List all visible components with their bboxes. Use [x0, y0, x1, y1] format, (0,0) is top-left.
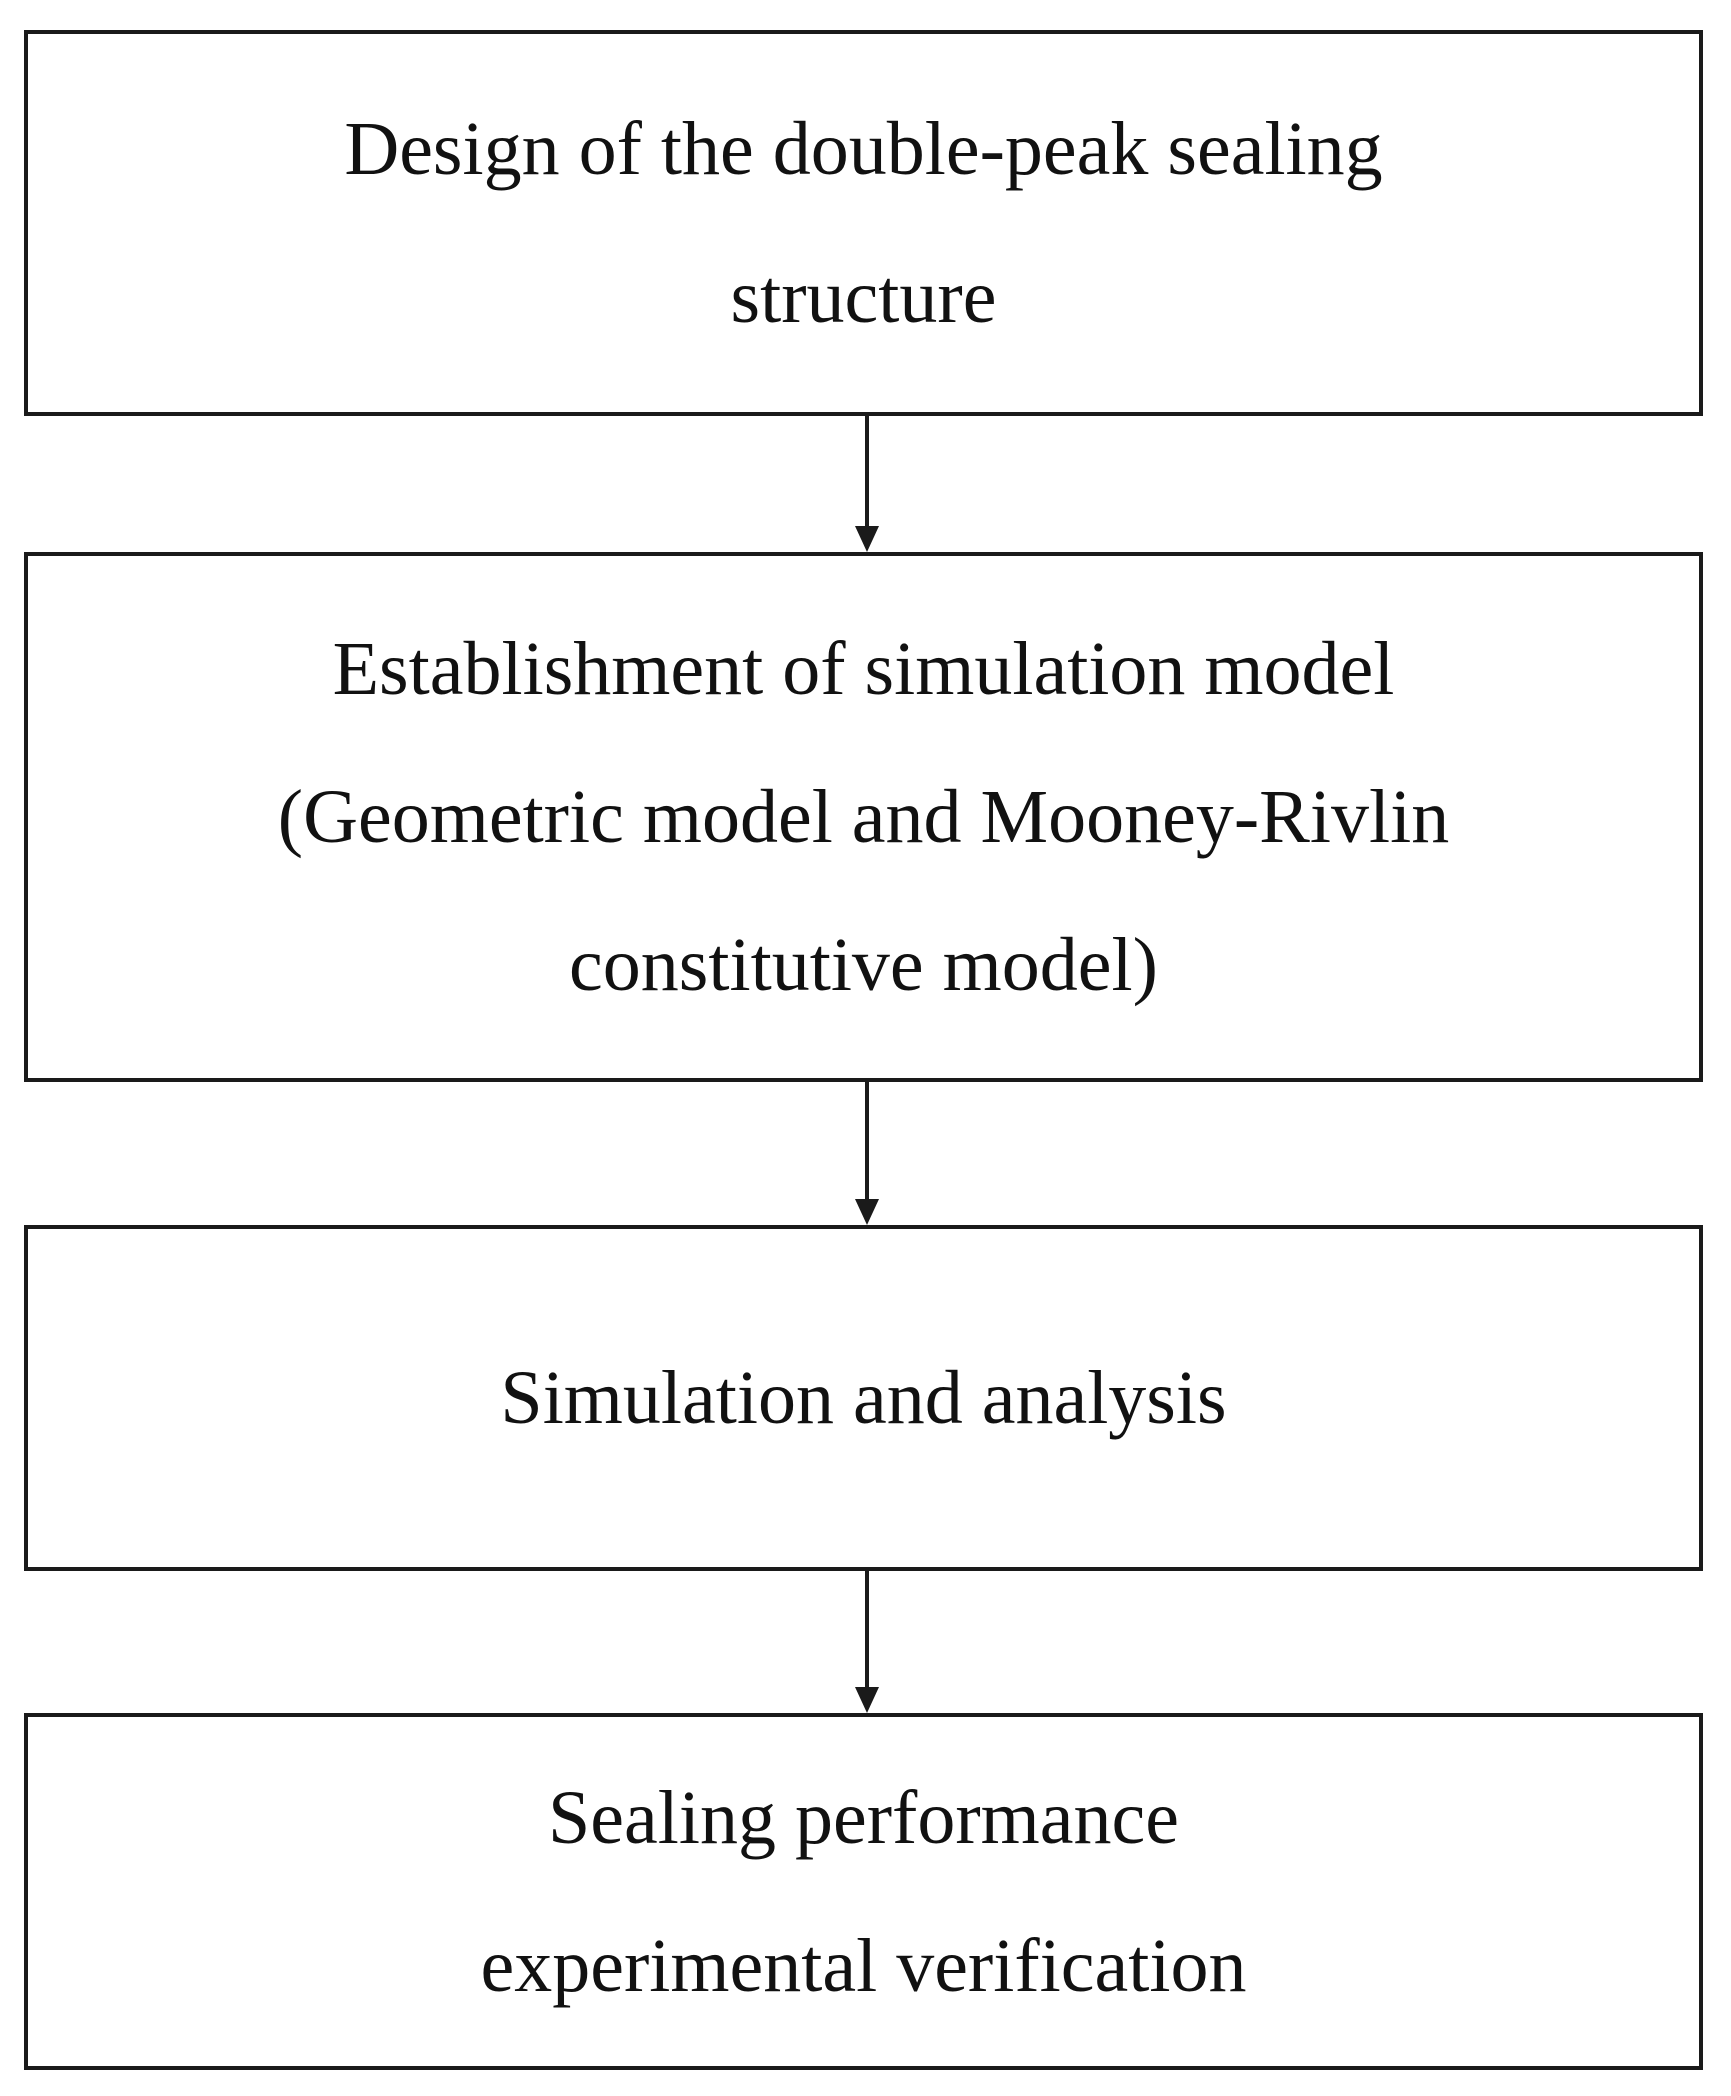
- step-4-box: Sealing performance experimental verific…: [24, 1713, 1703, 2070]
- step-4-line-2: experimental verification: [480, 1923, 1247, 2008]
- step-2-box: Establishment of simulation model (Geome…: [24, 552, 1703, 1082]
- step-2-line-2: (Geometric model and Mooney-Rivlin: [277, 775, 1450, 859]
- step-1-line-2: structure: [730, 255, 997, 339]
- step-1-line-1: Design of the double-peak sealing: [344, 107, 1383, 191]
- step-3-box: Simulation and analysis: [24, 1225, 1703, 1571]
- step-2-line-1: Establishment of simulation model: [332, 627, 1395, 711]
- step-3-line-1: Simulation and analysis: [500, 1356, 1227, 1440]
- arrow-3-to-4: [852, 1571, 882, 1713]
- step-1-box: Design of the double-peak sealing struct…: [24, 30, 1703, 416]
- arrow-1-to-2: [852, 416, 882, 552]
- step-4-line-1: Sealing performance: [548, 1775, 1179, 1860]
- arrow-2-to-3: [852, 1082, 882, 1225]
- step-2-line-3: constitutive model): [569, 923, 1158, 1007]
